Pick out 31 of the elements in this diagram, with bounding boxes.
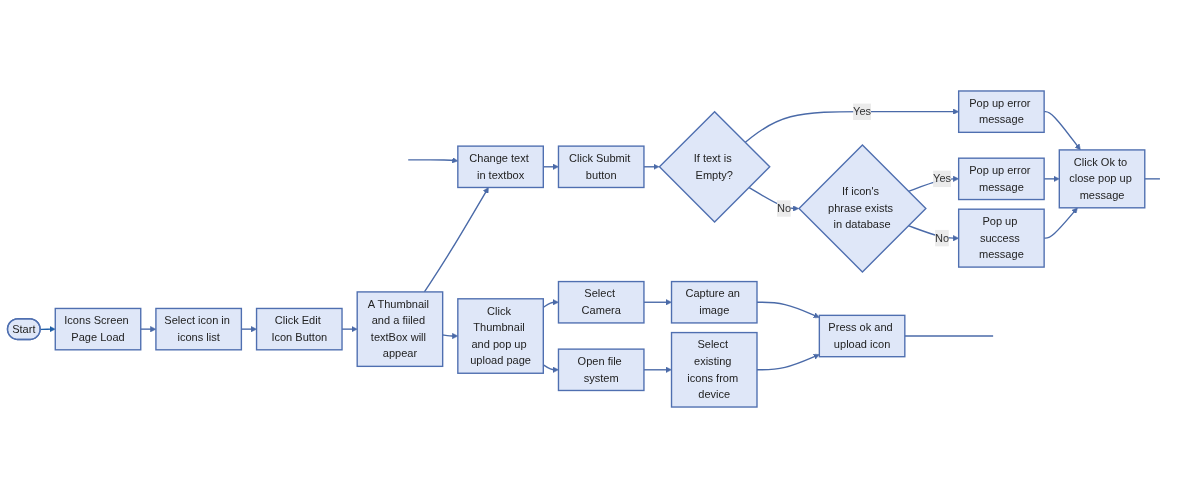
node-box: Click Thumbnail and pop up upload page: [457, 298, 544, 374]
arrow: [643, 366, 672, 373]
node-box: Icons Screen Page Load: [54, 307, 142, 351]
node-diamond: If icon's phrase exists in database: [798, 144, 927, 273]
arrow: [643, 163, 660, 170]
arrow: [756, 353, 820, 371]
node-box: A Thumbnail and a fiiled textBox will appear: [356, 291, 444, 368]
node-box: Click Submit button: [557, 145, 645, 189]
node-box: Change text in textbox: [457, 145, 544, 189]
node-box: Select icon in icons list: [155, 307, 243, 351]
arrow: [643, 299, 672, 306]
node-box: Pop up error message: [957, 157, 1045, 201]
node-box: Open file system: [557, 348, 645, 392]
node-box: Click Ok to close pop up message: [1058, 149, 1146, 209]
node-box: Select existing icons from device: [670, 331, 758, 408]
node-box: Capture an image: [670, 280, 758, 324]
arrow: [744, 108, 959, 144]
node-box: Click Edit Icon Button: [255, 307, 343, 351]
edge-label: Yes: [933, 172, 952, 185]
connector: [1144, 178, 1161, 180]
arrow: [423, 187, 489, 293]
arrow: [756, 301, 820, 319]
connector: [904, 335, 994, 337]
node-diamond: If text is Empty?: [658, 110, 771, 223]
node-box: Pop up success message: [957, 208, 1045, 268]
edge-label: No: [935, 231, 950, 244]
node-box: Press ok and upload icon: [818, 314, 906, 358]
edge-label: Yes: [853, 105, 872, 118]
edge-label: No: [776, 202, 792, 215]
node-box: Pop up error message: [957, 90, 1045, 133]
node-box: Select Camera: [557, 280, 645, 324]
